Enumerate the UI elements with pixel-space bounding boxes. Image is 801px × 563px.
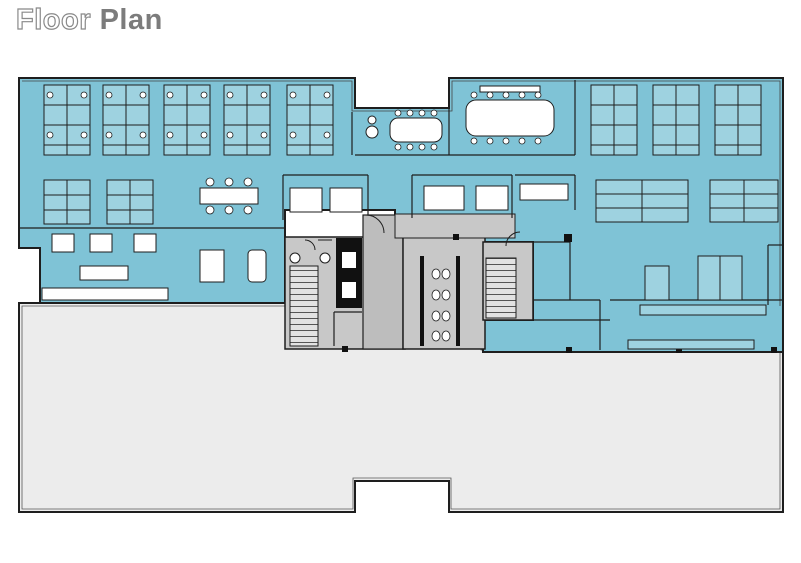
workstation-pods-mid-left [43, 179, 154, 225]
title-word-floor: Floor [15, 3, 91, 36]
floor-plan-title: Floor Plan [15, 3, 163, 37]
workstation-pods-lower-right [627, 255, 767, 350]
conference-tables [365, 85, 555, 143]
lounge-area [41, 233, 267, 301]
workstation-pods-top-right [590, 84, 762, 156]
title-word-plan: Plan [99, 4, 163, 36]
meeting-tables-mid [199, 183, 569, 213]
building-core [284, 213, 534, 350]
workstation-pods-top-left [43, 84, 334, 156]
interior-walls [19, 78, 783, 350]
workstation-pods-mid-right [595, 179, 779, 223]
